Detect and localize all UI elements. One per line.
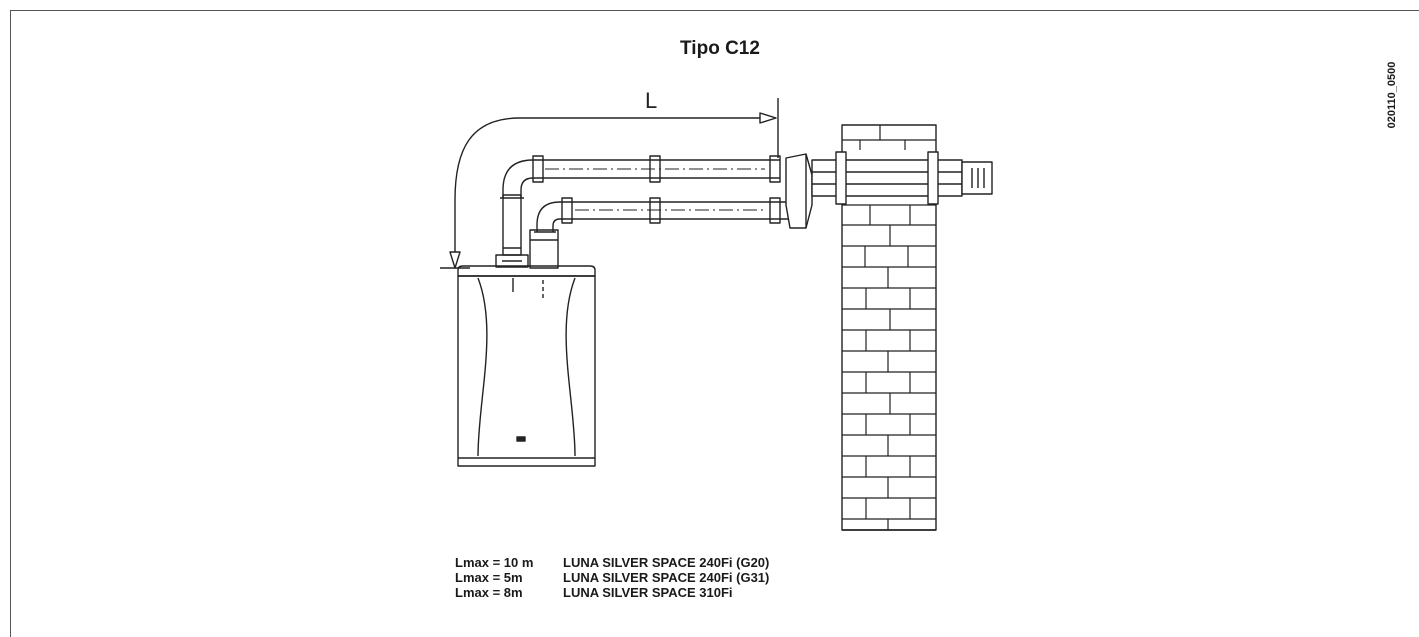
flue-adapter	[785, 153, 813, 229]
legend-key: Lmax = 5m	[455, 570, 523, 585]
wall-terminal	[811, 151, 993, 205]
legend-key: Lmax = 8m	[455, 585, 523, 600]
upper-pipe	[500, 155, 781, 199]
frame-border-left	[10, 10, 11, 637]
frame-border-top	[10, 10, 1419, 11]
lower-pipe	[534, 197, 790, 233]
dimension-line	[440, 98, 779, 269]
legend-row: Lmax = 8m LUNA SILVER SPACE 310Fi	[455, 585, 769, 600]
boiler	[457, 265, 596, 467]
legend-model: LUNA SILVER SPACE 240Fi (G31)	[563, 570, 770, 585]
boiler-connectors	[495, 194, 559, 269]
legend-model: LUNA SILVER SPACE 310Fi	[563, 585, 733, 600]
legend-key: Lmax = 10 m	[455, 555, 534, 570]
length-label: L	[645, 88, 657, 113]
legend-model: LUNA SILVER SPACE 240Fi (G20)	[563, 555, 770, 570]
legend: Lmax = 10 m LUNA SILVER SPACE 240Fi (G20…	[455, 555, 769, 600]
legend-row: Lmax = 5m LUNA SILVER SPACE 240Fi (G31)	[455, 570, 769, 585]
legend-row: Lmax = 10 m LUNA SILVER SPACE 240Fi (G20…	[455, 555, 769, 570]
diagram-title: Tipo C12	[680, 38, 760, 59]
